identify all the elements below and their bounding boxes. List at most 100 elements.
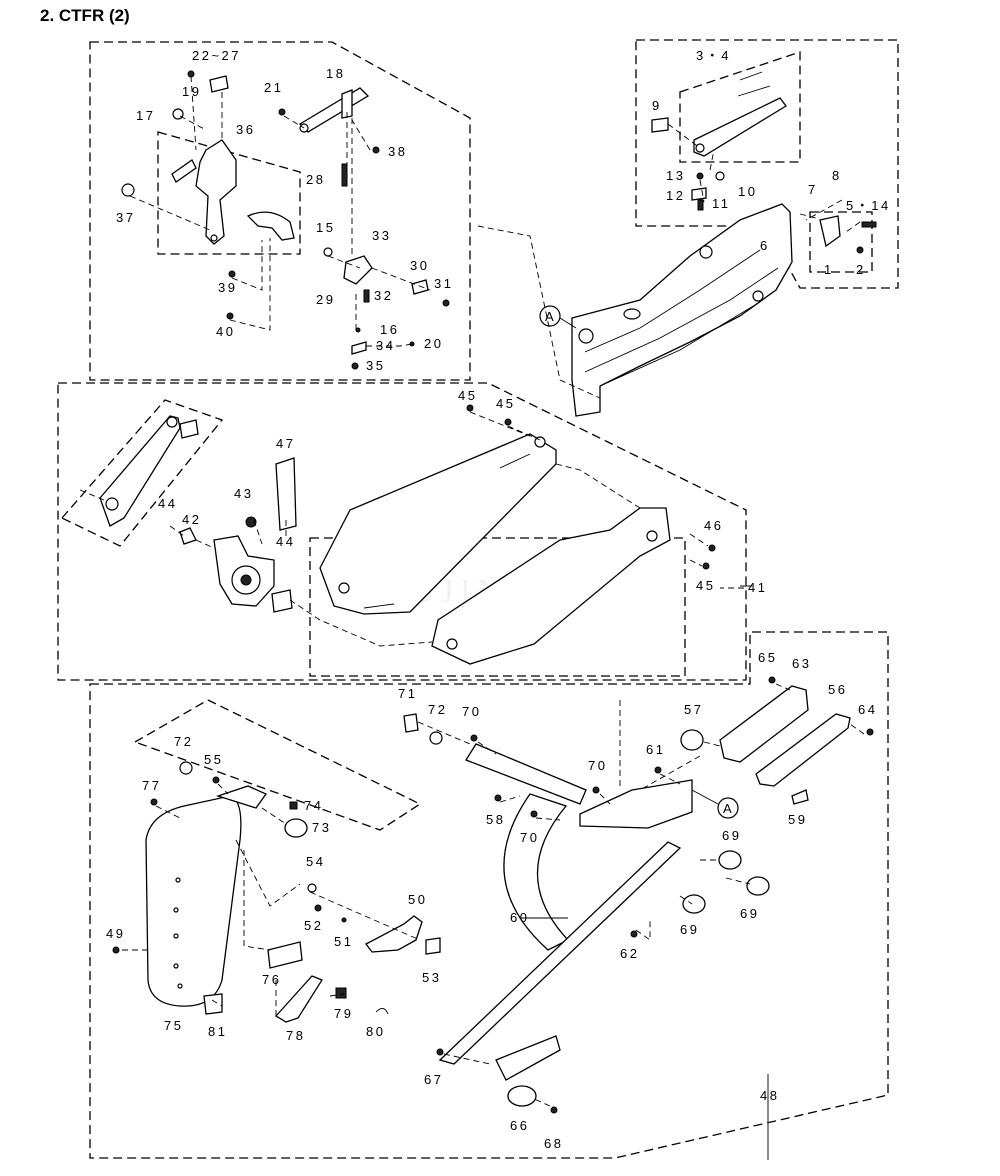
group-outline-5-14 [809, 211, 873, 273]
latch-1 [819, 215, 841, 248]
label-45-c: 45 [696, 578, 715, 593]
screw-52 [314, 904, 322, 912]
screw-70-a [470, 734, 478, 742]
label-33: 33 [372, 228, 391, 243]
label-44-a: 44 [158, 496, 177, 511]
label-45-a: 45 [458, 388, 477, 403]
label-76: 76 [262, 972, 281, 987]
group-outline-lower-left [133, 699, 422, 831]
nut-74 [289, 801, 298, 810]
spring-5-14 [861, 221, 877, 228]
pin-set-76 [267, 941, 303, 969]
screw-46 [708, 544, 716, 552]
group-outline-inner-plates [309, 537, 686, 677]
label-73: 73 [312, 820, 331, 835]
label-51: 51 [334, 934, 353, 949]
roller-57 [680, 729, 704, 751]
label-59: 59 [788, 812, 807, 827]
lever-50 [365, 915, 423, 953]
bracket-47 [275, 457, 297, 531]
label-31: 31 [434, 276, 453, 291]
washer-54 [307, 883, 317, 893]
reference-marker-a-top [539, 305, 561, 327]
lever-56 [755, 713, 851, 787]
label-7: 7 [808, 182, 818, 197]
shaft-18 [341, 89, 353, 119]
label-34: 34 [376, 338, 395, 353]
washer-37 [121, 183, 135, 197]
bracket-part-36 [195, 139, 237, 245]
label-19: 19 [182, 84, 201, 99]
label-67: 67 [424, 1072, 443, 1087]
knob-22-27 [209, 75, 229, 93]
label-20: 20 [424, 336, 443, 351]
label-77: 77 [142, 778, 161, 793]
screw-62 [630, 930, 638, 938]
label-69-a: 69 [722, 828, 741, 843]
part-labels: 22~27 19 17 36 37 21 18 38 28 15 33 29 3… [106, 48, 888, 1151]
screw-45-c [702, 562, 710, 570]
bushing-9 [651, 117, 669, 133]
side-plate-upper [319, 433, 557, 615]
motor-housing [213, 535, 275, 607]
label-61: 61 [646, 742, 665, 757]
label-74: 74 [304, 798, 323, 813]
reference-marker-a-bottom [717, 797, 739, 819]
bracket-63 [719, 685, 809, 763]
bushing-link [179, 419, 199, 439]
label-9: 9 [652, 98, 662, 113]
bushing-69-c [746, 876, 770, 896]
label-42: 42 [182, 512, 201, 527]
link-plate [171, 159, 197, 183]
clip-59 [791, 789, 809, 805]
label-65: 65 [758, 650, 777, 665]
label-30: 30 [410, 258, 429, 273]
clip-12 [691, 187, 707, 201]
screw-58 [494, 794, 502, 802]
group-outline-top-right [635, 39, 899, 289]
screw-31 [442, 299, 450, 307]
screw-13 [696, 172, 704, 180]
page-title: 2. CTFR (2) [40, 6, 130, 25]
arm-66 [495, 1035, 561, 1081]
label-15: 15 [316, 220, 335, 235]
pin-16 [355, 327, 361, 333]
label-37: 37 [116, 210, 135, 225]
screw-77 [150, 798, 158, 806]
label-54: 54 [306, 854, 325, 869]
label-3-4: 3・4 [696, 48, 731, 63]
screw-49 [112, 946, 120, 954]
screw-67 [436, 1048, 444, 1056]
screw-61 [654, 766, 662, 774]
label-55: 55 [204, 752, 223, 767]
label-64: 64 [858, 702, 877, 717]
spring-43 [245, 516, 257, 528]
reference-label-a-bottom: A [723, 801, 734, 816]
group-outline-top-left [89, 41, 471, 381]
screw-64 [866, 728, 874, 736]
clip-80 [375, 1008, 389, 1015]
bushing-53 [425, 937, 441, 955]
bushing-motor [271, 589, 293, 613]
roller-73 [284, 818, 308, 838]
screw-28 [341, 163, 348, 187]
bushing-71 [403, 713, 419, 733]
label-45-b: 45 [496, 396, 515, 411]
lever-part-36 [246, 211, 295, 241]
screw-2 [856, 246, 864, 254]
label-43: 43 [234, 486, 253, 501]
screw-38 [372, 146, 380, 154]
washer-72-a [429, 731, 443, 745]
label-72-b: 72 [174, 734, 193, 749]
label-13: 13 [666, 168, 685, 183]
label-69-c: 69 [680, 922, 699, 937]
group-outline-link-arm [60, 399, 224, 547]
pin-51 [341, 917, 347, 923]
label-60: 60 [510, 910, 529, 925]
label-44-b: 44 [276, 534, 295, 549]
pin-15 [323, 247, 333, 257]
label-17: 17 [136, 108, 155, 123]
screw-45-a [466, 404, 474, 412]
bushing-69-a [682, 894, 706, 914]
